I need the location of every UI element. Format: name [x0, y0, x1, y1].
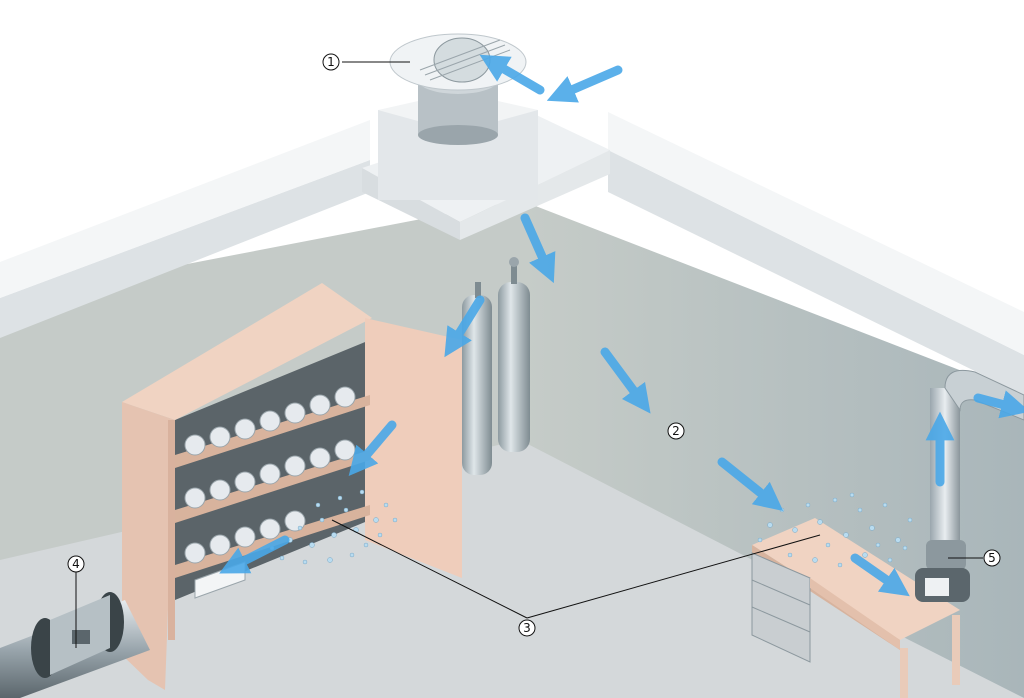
airflow-arrow-icon — [479, 54, 545, 95]
ceiling-top-right — [608, 112, 1024, 355]
callout-1: 1 — [322, 53, 340, 71]
airflow-arrow-icon — [850, 553, 910, 597]
airflow-arrow-icon — [717, 457, 784, 511]
airflow-arrow-icon — [600, 347, 651, 414]
airflow-arrow-icon — [520, 213, 556, 284]
ceiling-top-left — [0, 120, 370, 298]
workbench — [751, 518, 960, 698]
airflow-arrow-icon — [219, 535, 290, 574]
callout-4: 4 — [67, 555, 85, 573]
callout-2-label: 2 — [672, 424, 680, 438]
callout-4-label: 4 — [72, 557, 80, 571]
airflow-arrow-icon — [546, 65, 623, 103]
airflow-arrows — [219, 54, 1024, 597]
callout-1-label: 1 — [327, 55, 335, 69]
airflow-arrow-icon — [973, 390, 1024, 419]
airflow-arrow-icon — [444, 295, 485, 358]
leader-lines — [75, 61, 983, 648]
cabinet-right-door — [365, 318, 462, 578]
callout-2: 2 — [667, 422, 685, 440]
particle-cloud-cabinet — [269, 489, 398, 565]
callout-5: 5 — [983, 549, 1001, 567]
cabinet-top — [122, 283, 372, 420]
callouts: 1 2 3 4 5 — [67, 53, 1001, 637]
callout-5-label: 5 — [988, 551, 996, 565]
bench-drawers — [751, 552, 811, 663]
ceiling-edge-right — [608, 150, 1024, 395]
roof-fan — [362, 33, 610, 240]
callout-3: 3 — [518, 619, 536, 637]
airflow-arrow-icon — [348, 420, 397, 476]
ceiling-edge-left — [0, 160, 370, 338]
particle-cloud-workbench — [757, 492, 913, 568]
bench-top — [752, 518, 960, 640]
callout-3-label: 3 — [523, 621, 531, 635]
cabinet-left-door — [122, 402, 175, 690]
duct-fan — [0, 592, 150, 698]
storage-cabinet — [122, 283, 462, 690]
